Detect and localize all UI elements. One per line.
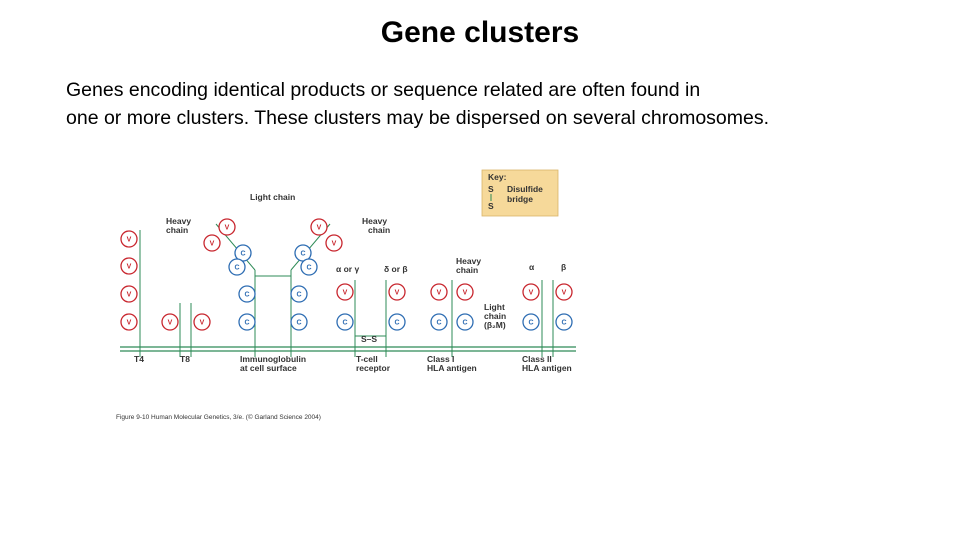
tcell-ss-label: S–S [361,334,377,344]
light-chain-b2m-1: Light [484,302,505,312]
immunoglobulin-label-2: at cell surface [240,363,297,373]
heavy-chain-right-1: Heavy [362,216,387,226]
figure-caption: Figure 9-10 Human Molecular Genetics, 3/… [116,413,321,421]
class2-label-1: Class II [522,354,552,364]
key-label-1: Disulfide [507,184,543,194]
light-chain-label: Light chain [250,192,295,202]
delta-or-beta-label: δ or β [384,264,408,274]
beta-label: β [561,262,566,272]
class1-hla-molecule [430,280,474,357]
t8-label: T8 [180,354,190,364]
body-line-2: one or more clusters. These clusters may… [66,107,770,129]
key-title: Key: [488,172,507,182]
t4-label: T4 [134,354,144,364]
t8-molecule [161,303,211,357]
class1-label-2: HLA antigen [427,363,477,373]
class1-heavy-chain-2: chain [456,265,478,275]
class2-label-2: HLA antigen [522,363,572,373]
key-box: Key: S S Disulfide bridge [481,169,559,217]
immunoglobulin-superfamily-figure: V C Key: S S Disulfide bridge T4 T8 [116,169,576,421]
immunoglobulin-label-1: Immunoglobulin [240,354,306,364]
body-line-1: Genes encoding identical products or seq… [66,79,701,101]
light-chain-b2m-3: (β₂M) [484,320,506,330]
alpha-label: α [529,262,535,272]
tcell-label-2: receptor [356,363,391,373]
class2-hla-molecule [522,280,573,357]
alpha-or-gamma-label: α or γ [336,264,359,274]
key-label-2: bridge [507,194,533,204]
tcell-label-1: T-cell [356,354,378,364]
heavy-chain-right-2: chain [368,225,390,235]
heavy-chain-left-2: chain [166,225,188,235]
slide-title: Gene clusters [380,16,580,49]
t4-molecule [120,230,141,357]
light-chain-b2m-2: chain [484,311,506,321]
class1-heavy-chain-1: Heavy [456,256,481,266]
tcell-receptor-molecule [336,280,406,357]
slide-body: Genes encoding identical products or seq… [66,76,906,132]
key-s-bottom: S [488,201,494,211]
class1-label-1: Class I [427,354,454,364]
heavy-chain-left-1: Heavy [166,216,191,226]
immunoglobulin-molecule [203,218,343,357]
key-s-top: S [488,184,494,194]
